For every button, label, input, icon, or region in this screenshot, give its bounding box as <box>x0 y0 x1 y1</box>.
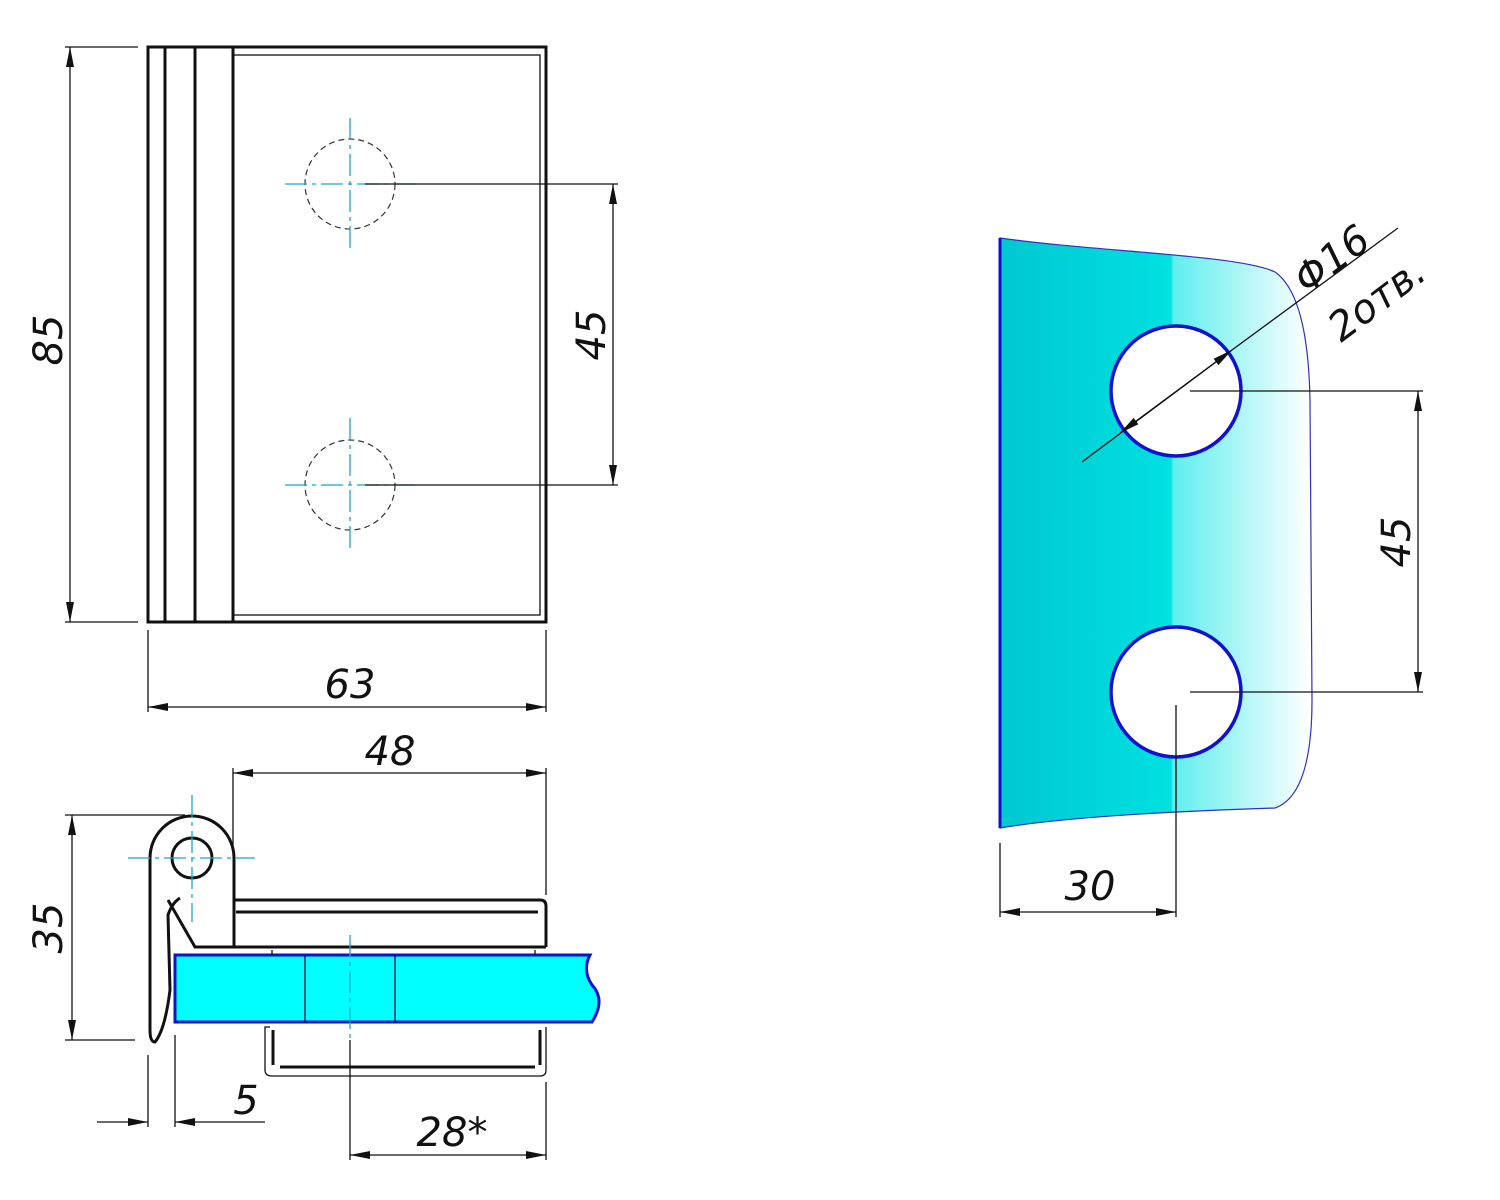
top-view: 85 45 63 <box>26 45 618 712</box>
plate-inner-outline <box>232 54 541 616</box>
dim-offset-5: 5 <box>233 1078 258 1124</box>
hinge-outline <box>146 45 548 624</box>
dim-hole-spacing-45: 45 <box>569 310 615 361</box>
bottom-plate <box>264 1026 547 1077</box>
dim-height-35: 35 <box>26 903 72 954</box>
side-view: 48 35 5 28* <box>26 729 601 1160</box>
glass-view: Φ16 2отв. 45 30 <box>998 216 1435 917</box>
dim-glass-hole-spacing-45: 45 <box>1374 517 1420 568</box>
dim-edge-30: 30 <box>1065 864 1116 910</box>
dim-plate-48: 48 <box>365 729 416 775</box>
dim-hole-offset-28: 28* <box>417 1110 488 1156</box>
dim-height-85: 85 <box>26 315 72 366</box>
glass-panel-section <box>173 953 601 1024</box>
hinge-knuckle <box>148 814 236 947</box>
top-plate <box>234 898 548 947</box>
dim-width-63: 63 <box>325 662 376 708</box>
